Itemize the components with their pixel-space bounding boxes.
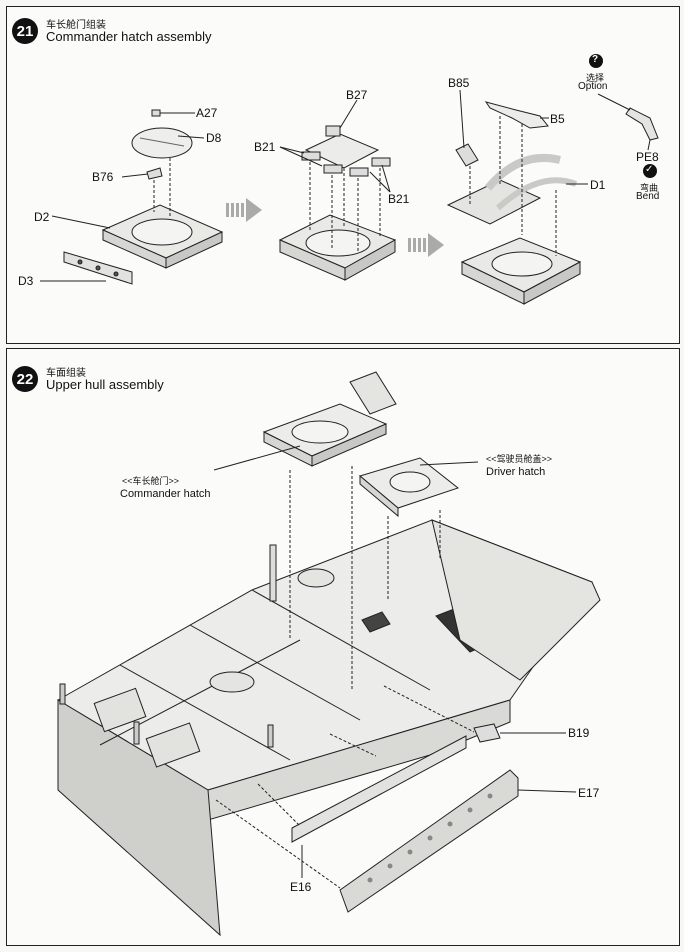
label-d3: D3 [18, 274, 34, 288]
commander-hatch-cn: <<车长舱门>> [122, 476, 180, 486]
bend-marker [643, 164, 657, 178]
label-b19: B19 [568, 726, 590, 740]
label-b76: B76 [92, 170, 114, 184]
b76-part [146, 167, 163, 180]
bend-en: Bend [636, 191, 660, 202]
b19-part [473, 723, 501, 743]
bend-mark-glyph: ✓ [645, 164, 654, 175]
label-b85: B85 [448, 76, 470, 90]
step-22-title-en: Upper hull assembly [46, 377, 164, 392]
e17-strip [339, 769, 519, 913]
label-b5: B5 [550, 112, 565, 126]
option-marker [589, 54, 603, 68]
label-b27: B27 [346, 88, 368, 102]
step-21-title-cn: 车长舱门组装 [46, 20, 106, 31]
b21-block-4 [371, 157, 391, 167]
option-en: Option [578, 81, 608, 92]
label-b21-right: B21 [388, 192, 410, 206]
label-a27: A27 [196, 106, 218, 120]
step-21-panel [6, 6, 680, 344]
b5-bracket [484, 101, 549, 129]
label-pe8: PE8 [636, 150, 659, 164]
driver-hatch-en: Driver hatch [486, 466, 546, 478]
label-d2: D2 [34, 210, 50, 224]
step-21-number: 21 [12, 18, 38, 44]
b21-block-3 [349, 167, 369, 177]
d2-hatch-ring [131, 218, 193, 246]
b27-frame [304, 133, 380, 169]
e16-strip [291, 735, 467, 843]
label-e17: E17 [578, 786, 600, 800]
bend-cn: 弯曲 [640, 183, 659, 193]
driver-hatch-cn: <<驾驶员舱盖>> [486, 454, 553, 464]
label-d8: D8 [206, 131, 222, 145]
b21-block-1 [301, 151, 321, 161]
option-cn: 选择 [586, 73, 605, 83]
d8-lid [131, 127, 193, 159]
b21-block-2 [323, 164, 343, 174]
label-b21-left: B21 [254, 140, 276, 154]
label-e16: E16 [290, 880, 312, 894]
label-d1: D1 [590, 178, 606, 192]
option-mark-glyph: ? [592, 54, 599, 65]
step-22-title-cn: 车面组装 [46, 368, 86, 379]
step-22-number: 22 [12, 366, 38, 392]
commander-hatch-en: Commander hatch [120, 488, 211, 500]
step-21-title-en: Commander hatch assembly [46, 29, 212, 44]
